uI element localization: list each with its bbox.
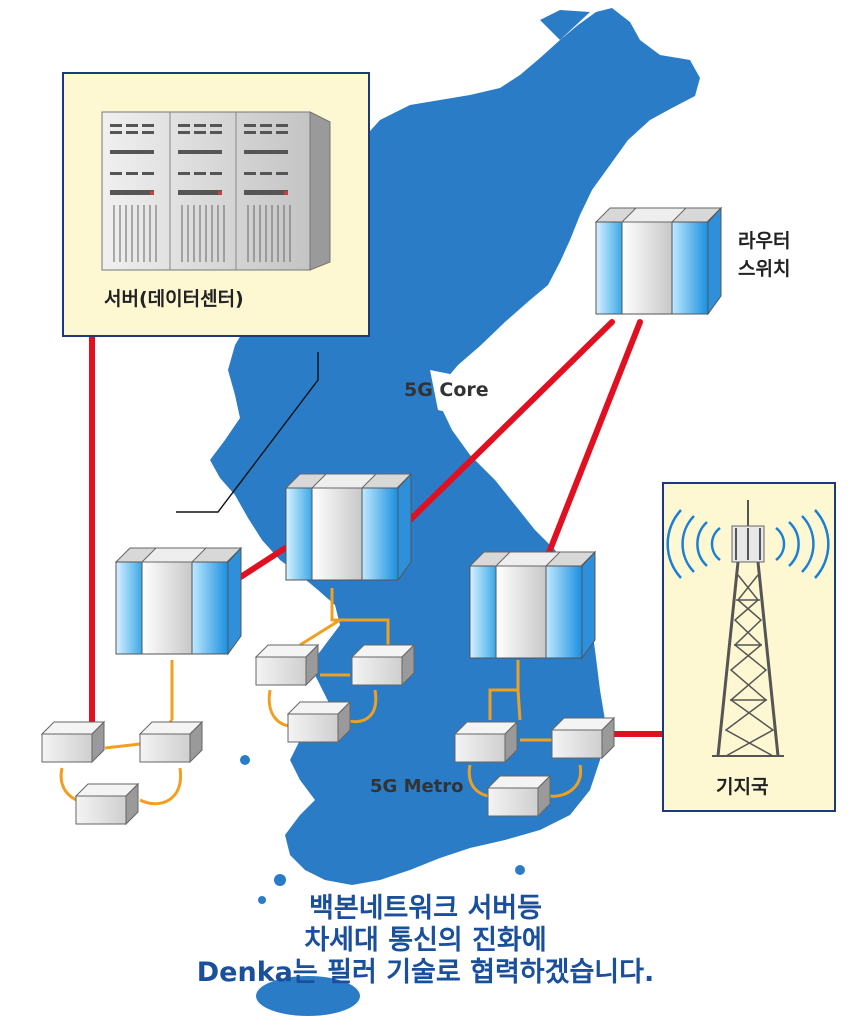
router-switch-east <box>468 550 597 660</box>
caption-line3: Denka는 필러 기술로 협력하겠습니다. <box>196 957 655 988</box>
korea-map <box>210 8 700 1016</box>
metro-switch-box <box>254 643 320 687</box>
metro-label: 5G Metro <box>370 776 464 797</box>
metro-switch-box <box>286 700 352 744</box>
router-switch-top <box>594 206 723 316</box>
backbone-links <box>89 319 667 737</box>
metro-switch-box <box>74 782 140 826</box>
router-switch-label-line2: 스위치 <box>738 258 791 280</box>
router-switch-label-line1: 라우터 <box>738 230 791 252</box>
leader-line <box>176 352 319 513</box>
metro-switch-box <box>350 643 416 687</box>
base-station-label: 기지국 <box>716 776 769 798</box>
switch-box-group <box>40 643 616 826</box>
metro-switch-box <box>550 716 616 760</box>
metro-switch-box <box>40 720 106 764</box>
router-switch-west <box>114 546 243 656</box>
caption-line2: 차세대 통신의 진화에 <box>304 925 547 956</box>
server-rack-icon <box>101 111 331 271</box>
metro-switch-box <box>486 774 552 818</box>
metro-switch-box <box>453 720 519 764</box>
core-label: 5G Core <box>404 379 489 401</box>
server-datacenter-label: 서버(데이터센터) <box>104 288 244 310</box>
cell-tower-icon <box>666 500 830 757</box>
router-group <box>114 206 723 660</box>
router-switch-center <box>284 472 413 582</box>
metro-rings <box>59 588 583 806</box>
caption-line1: 백본네트워크 서버등 <box>309 893 542 924</box>
metro-switch-box <box>138 720 204 764</box>
